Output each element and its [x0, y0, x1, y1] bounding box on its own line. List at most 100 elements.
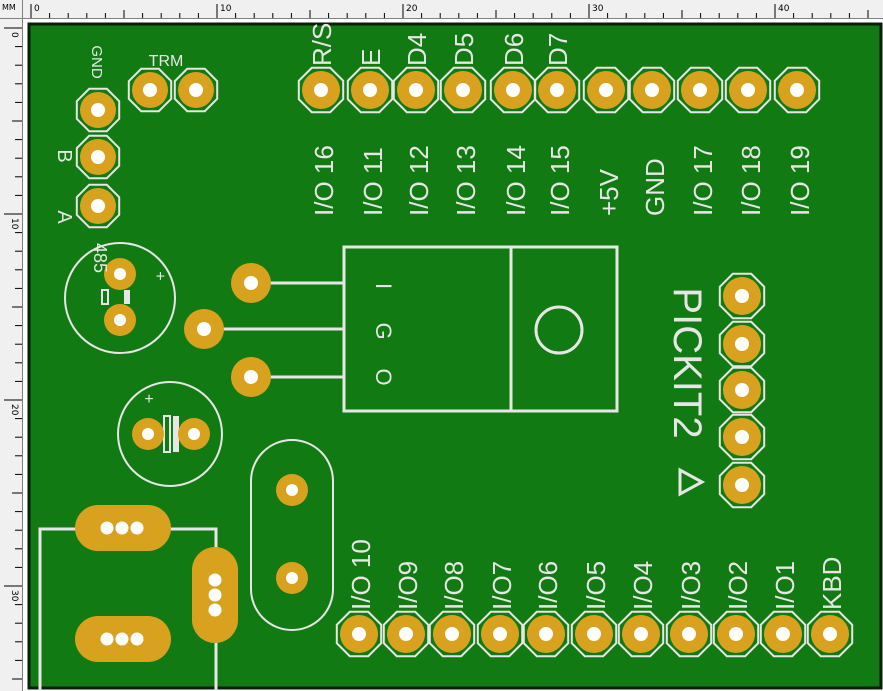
- top-header-pad-2-outline: [346, 66, 394, 114]
- bottom-header-io-label: I/O3: [676, 561, 706, 610]
- bottom-header-io-label: I/O5: [581, 561, 611, 610]
- bottom-header-pad-7-outline: [617, 610, 665, 658]
- rs485-b-pad-outline: [75, 134, 121, 180]
- jack-drill: [99, 520, 115, 536]
- pickit-pad-3-drill: [735, 383, 749, 397]
- bottom-header-pad-5-drill: [539, 627, 553, 641]
- capacitor-c1-symbol-plate: [101, 289, 109, 305]
- bottom-header-pad-11-outline: [806, 610, 854, 658]
- ruler-label-top: 10: [220, 4, 232, 14]
- top-header-signal-label: R/S: [307, 23, 337, 66]
- capacitor-c2-pad-plus-drill: [142, 428, 154, 440]
- bottom-header-pad-6-outline: [570, 610, 618, 658]
- ruler-label-top: 40: [778, 4, 790, 14]
- crystal-pad-2-drill: [286, 572, 298, 584]
- jack-drill: [129, 631, 145, 647]
- trm-pad-1-drill: [143, 83, 157, 97]
- top-header-pad-6-outline: [533, 66, 581, 114]
- bottom-header-pad-5-outline: [522, 610, 570, 658]
- crystal-outline: [250, 439, 334, 631]
- capacitor-c1[interactable]: +: [64, 242, 176, 354]
- bottom-header-pad-2-drill: [399, 627, 413, 641]
- ruler-label-top: 0: [34, 4, 40, 14]
- bottom-header-pad-9-drill: [729, 627, 743, 641]
- top-header-pad-11-outline: [773, 66, 821, 114]
- bottom-header-pad-9-outline: [712, 610, 760, 658]
- capacitor-c2-plus: +: [144, 391, 153, 408]
- top-header-io-label: I/O 19: [785, 145, 815, 216]
- bottom-header-io-label: I/O 10: [346, 539, 376, 610]
- capacitor-c1-plus: +: [151, 271, 168, 280]
- jack-drill: [207, 587, 223, 603]
- bottom-header-pad-7-drill: [634, 627, 648, 641]
- jack-drill: [114, 631, 130, 647]
- trm-pad-2-outline: [173, 67, 219, 113]
- top-header-pad-11-drill: [790, 83, 804, 97]
- jack-drill: [207, 602, 223, 618]
- rs485-a-pad-outline: [75, 183, 121, 229]
- top-ruler[interactable]: [0, 0, 883, 19]
- bottom-header-pad-8-drill: [682, 627, 696, 641]
- left-ruler[interactable]: [0, 18, 23, 691]
- bottom-header-io-label: I/O7: [487, 561, 517, 610]
- jack-drill: [129, 520, 145, 536]
- pickit-pad-4-drill: [735, 430, 749, 444]
- top-header-pad-5-drill: [506, 83, 520, 97]
- silkscreen-labels: GND TRM B A 485 PICKIT2: [53, 45, 709, 497]
- ruler-label-left: 20: [9, 404, 19, 416]
- top-header-pad-4-outline: [439, 66, 487, 114]
- top-header-io-label: I/O 17: [688, 145, 718, 216]
- bottom-header-pad-11-drill: [823, 627, 837, 641]
- top-header-pad-8-drill: [645, 83, 659, 97]
- top-header-io-label: I/O 14: [501, 145, 531, 216]
- pickit-pad-4-outline: [718, 413, 766, 461]
- bottom-header-io-label: I/O8: [439, 561, 469, 610]
- top-header-pad-6-drill: [550, 83, 564, 97]
- regulator-pad-out-drill: [244, 370, 258, 384]
- top-header-signal-label: D7: [543, 33, 573, 66]
- bottom-header-pad-3-drill: [445, 627, 459, 641]
- ruler-unit-label: MM: [2, 3, 16, 12]
- pickit-pad-2-outline: [718, 320, 766, 368]
- pickit-pad-5-drill: [735, 478, 749, 492]
- bottom-header-io-label: I/O2: [723, 561, 753, 610]
- label-485: 485: [90, 243, 110, 273]
- bottom-header-pad-10-outline: [759, 610, 807, 658]
- crystal-pad-1-drill: [286, 484, 298, 496]
- pin-outlines: [75, 66, 854, 658]
- top-header-pad-7-drill: [599, 83, 613, 97]
- bottom-header-io-label: KBD: [817, 557, 847, 610]
- top-header-signal-label: D4: [402, 33, 432, 66]
- top-header-io-label: GND: [640, 158, 670, 216]
- pickit-pad-2-drill: [735, 337, 749, 351]
- bottom-header-pad-8-outline: [665, 610, 713, 658]
- pickit-pad-1-drill: [735, 289, 749, 303]
- bottom-header-pad-10-drill: [776, 627, 790, 641]
- pads[interactable]: [80, 71, 849, 653]
- top-header-pad-9-outline: [676, 66, 724, 114]
- regulator-pin-label-out: O: [371, 368, 396, 385]
- top-header-io-label: I/O 16: [309, 145, 339, 216]
- capacitor-c2-outline: [117, 381, 223, 487]
- top-header-pad-2-drill: [363, 83, 377, 97]
- bottom-header-pad-6-drill: [587, 627, 601, 641]
- top-header-pad-1-drill: [314, 83, 328, 97]
- top-header-pad-3-outline: [392, 66, 440, 114]
- top-header-io-label: I/O 15: [545, 145, 575, 216]
- bottom-header-pad-4-outline: [476, 610, 524, 658]
- top-header-io-label: I/O 12: [404, 145, 434, 216]
- top-header-signal-label: D6: [499, 33, 529, 66]
- ruler-label-left: 0: [9, 32, 19, 38]
- top-header-signal-label: D5: [449, 33, 479, 66]
- regulator-pin-label-in: I: [371, 283, 396, 289]
- bottom-header-io-label: I/O6: [533, 561, 563, 610]
- pickit-pad-1-outline: [718, 272, 766, 320]
- ruler-unit-corner: MM: [0, 0, 23, 19]
- capacitor-c2-symbol-plate-neg: [173, 416, 179, 452]
- regulator-mount-hole: [534, 305, 584, 355]
- top-header-pad-9-drill: [693, 83, 707, 97]
- bottom-header-io-label: I/O4: [628, 561, 658, 610]
- bottom-header-pad-3-outline: [428, 610, 476, 658]
